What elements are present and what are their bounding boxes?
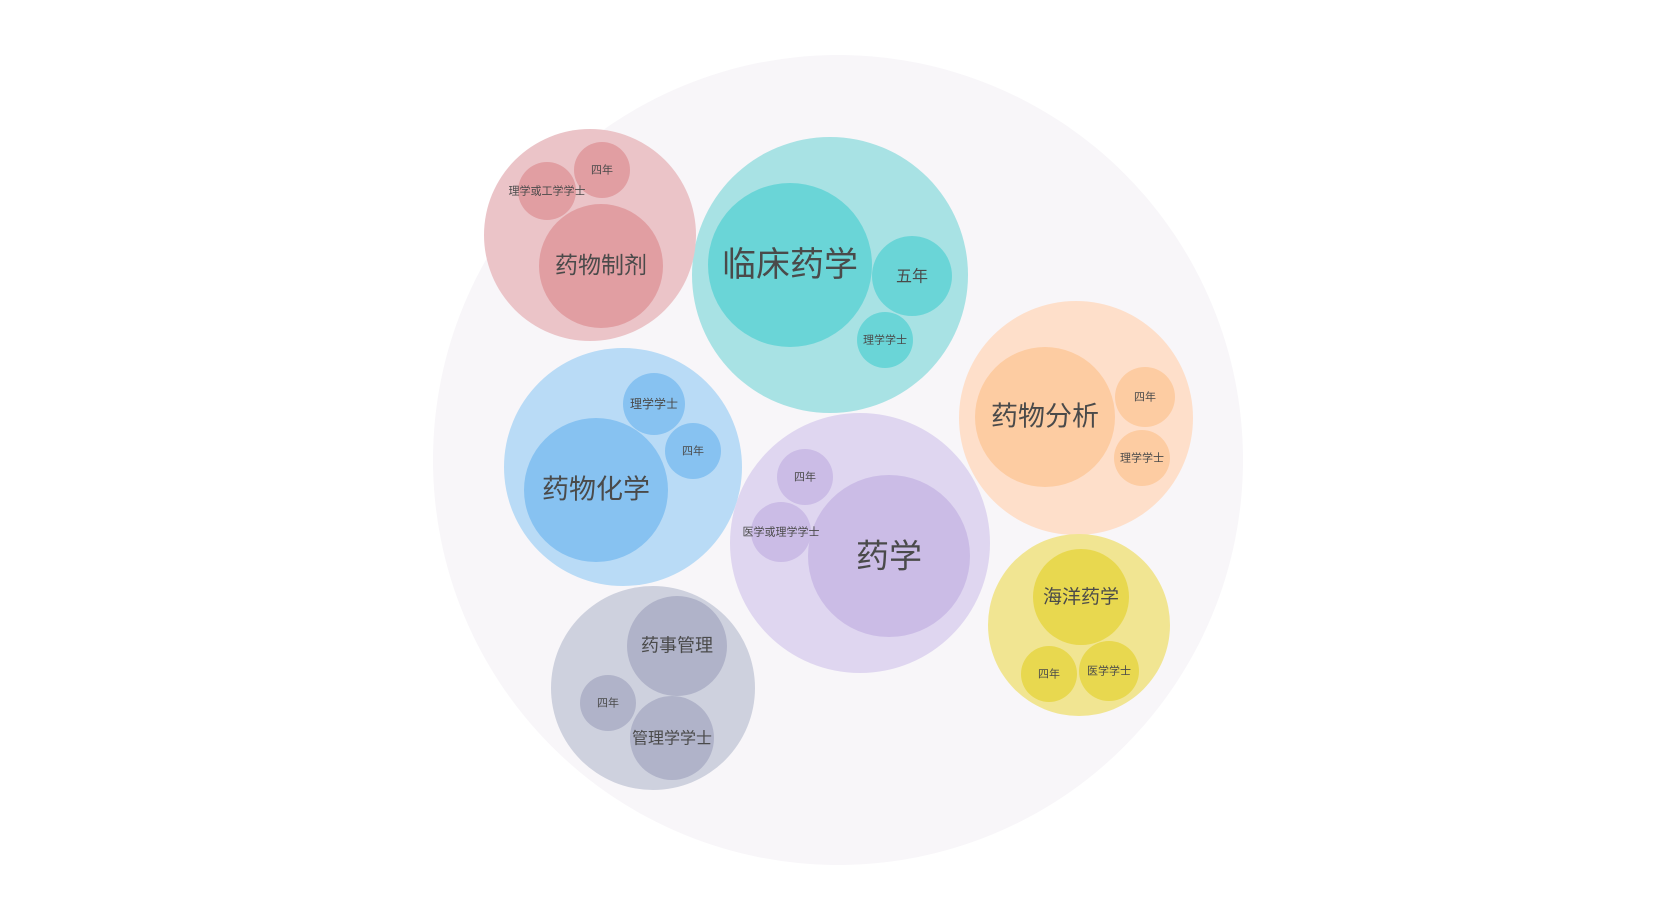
leaf-circle[interactable] [518,162,576,220]
leaf-circle[interactable] [1079,641,1139,701]
leaf-circle[interactable] [539,204,663,328]
leaf-circle[interactable] [777,449,833,505]
leaf-circle[interactable] [665,423,721,479]
leaf-circle[interactable] [1114,430,1170,486]
leaf-circle[interactable] [623,373,685,435]
group-7: 海洋药学四年医学学士 [988,534,1170,716]
leaf-circle[interactable] [872,236,952,316]
leaf-circle[interactable] [524,418,668,562]
leaf-circle[interactable] [857,312,913,368]
leaf-circle[interactable] [1021,646,1077,702]
leaf-circle[interactable] [580,675,636,731]
leaf-circle[interactable] [1115,367,1175,427]
leaf-circle[interactable] [627,596,727,696]
leaf-circle[interactable] [630,696,714,780]
group-layer: 临床药学五年理学学士药学四年医学或理学学士药物化学理学学士四年药物分析四年理学学… [484,129,1193,790]
leaf-circle[interactable] [808,475,970,637]
leaf-circle[interactable] [751,502,811,562]
leaf-circle[interactable] [574,142,630,198]
group-1: 临床药学五年理学学士 [692,137,968,413]
leaf-circle[interactable] [1033,549,1129,645]
leaf-circle[interactable] [975,347,1115,487]
leaf-circle[interactable] [708,183,872,347]
